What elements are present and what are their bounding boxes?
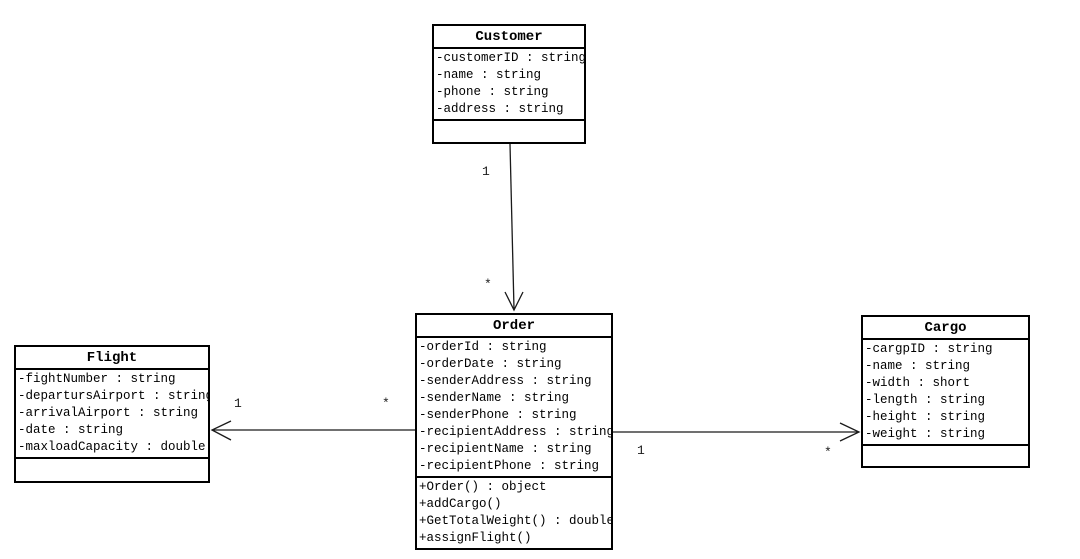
open-arrowhead-icon [839,422,861,442]
multiplicity-order-flight-target: 1 [234,396,242,411]
method: +Order() : object [419,480,547,494]
method: +assignFlight() [419,531,532,545]
class-methods-empty [16,459,208,481]
attribute: -phone : string [436,85,549,99]
multiplicity-customer-order-source: 1 [482,164,490,179]
class-attributes: -customerID : string -name : string -pho… [434,49,584,121]
open-arrowhead-icon [210,420,232,441]
association-customer-order [504,143,524,312]
attribute: -recipientPhone : string [419,459,600,473]
attribute: -arrivalAirport : string [18,406,199,420]
attribute: -recipientName : string [419,442,592,456]
class-methods-empty [434,121,584,142]
method: +addCargo() [419,497,502,511]
attribute: -length : string [865,393,986,407]
class-attributes: -cargpID : string -name : string -width … [863,340,1028,446]
multiplicity-order-flight-source: * [382,396,390,411]
attribute: -fightNumber : string [18,372,176,386]
attribute: -maxloadCapacity : double [18,440,206,454]
association-order-flight [210,420,415,441]
class-customer[interactable]: Customer -customerID : string -name : st… [432,24,586,144]
multiplicity-order-cargo-target: * [824,445,832,460]
association-line [509,143,515,310]
attribute: -height : string [865,410,986,424]
attribute: -weight : string [865,427,986,441]
class-title: Customer [434,26,584,49]
attribute: -cargpID : string [865,342,993,356]
class-methods-empty [863,446,1028,466]
attribute: -senderPhone : string [419,408,577,422]
class-attributes: -fightNumber : string -departursAirport … [16,370,208,459]
class-title: Flight [16,347,208,370]
attribute: -senderAddress : string [419,374,592,388]
attribute: -departursAirport : string [18,389,210,403]
class-attributes: -orderId : string -orderDate : string -s… [417,338,611,478]
attribute: -customerID : string [436,51,586,65]
class-order[interactable]: Order -orderId : string -orderDate : str… [415,313,613,550]
class-title: Cargo [863,317,1028,340]
class-flight[interactable]: Flight -fightNumber : string -departursA… [14,345,210,483]
attribute: -recipientAddress : string [419,425,613,439]
association-order-cargo [613,422,861,442]
class-cargo[interactable]: Cargo -cargpID : string -name : string -… [861,315,1030,468]
attribute: -width : short [865,376,971,390]
attribute: -senderName : string [419,391,570,405]
open-arrowhead-icon [504,291,524,312]
attribute: -date : string [18,423,124,437]
attribute: -orderId : string [419,340,547,354]
class-methods: +Order() : object +addCargo() +GetTotalW… [417,478,611,548]
multiplicity-customer-order-target: * [484,277,492,292]
attribute: -name : string [865,359,971,373]
class-title: Order [417,315,611,338]
attribute: -orderDate : string [419,357,562,371]
attribute: -address : string [436,102,564,116]
method: +GetTotalWeight() : double [419,514,613,528]
multiplicity-order-cargo-source: 1 [637,443,645,458]
attribute: -name : string [436,68,542,82]
